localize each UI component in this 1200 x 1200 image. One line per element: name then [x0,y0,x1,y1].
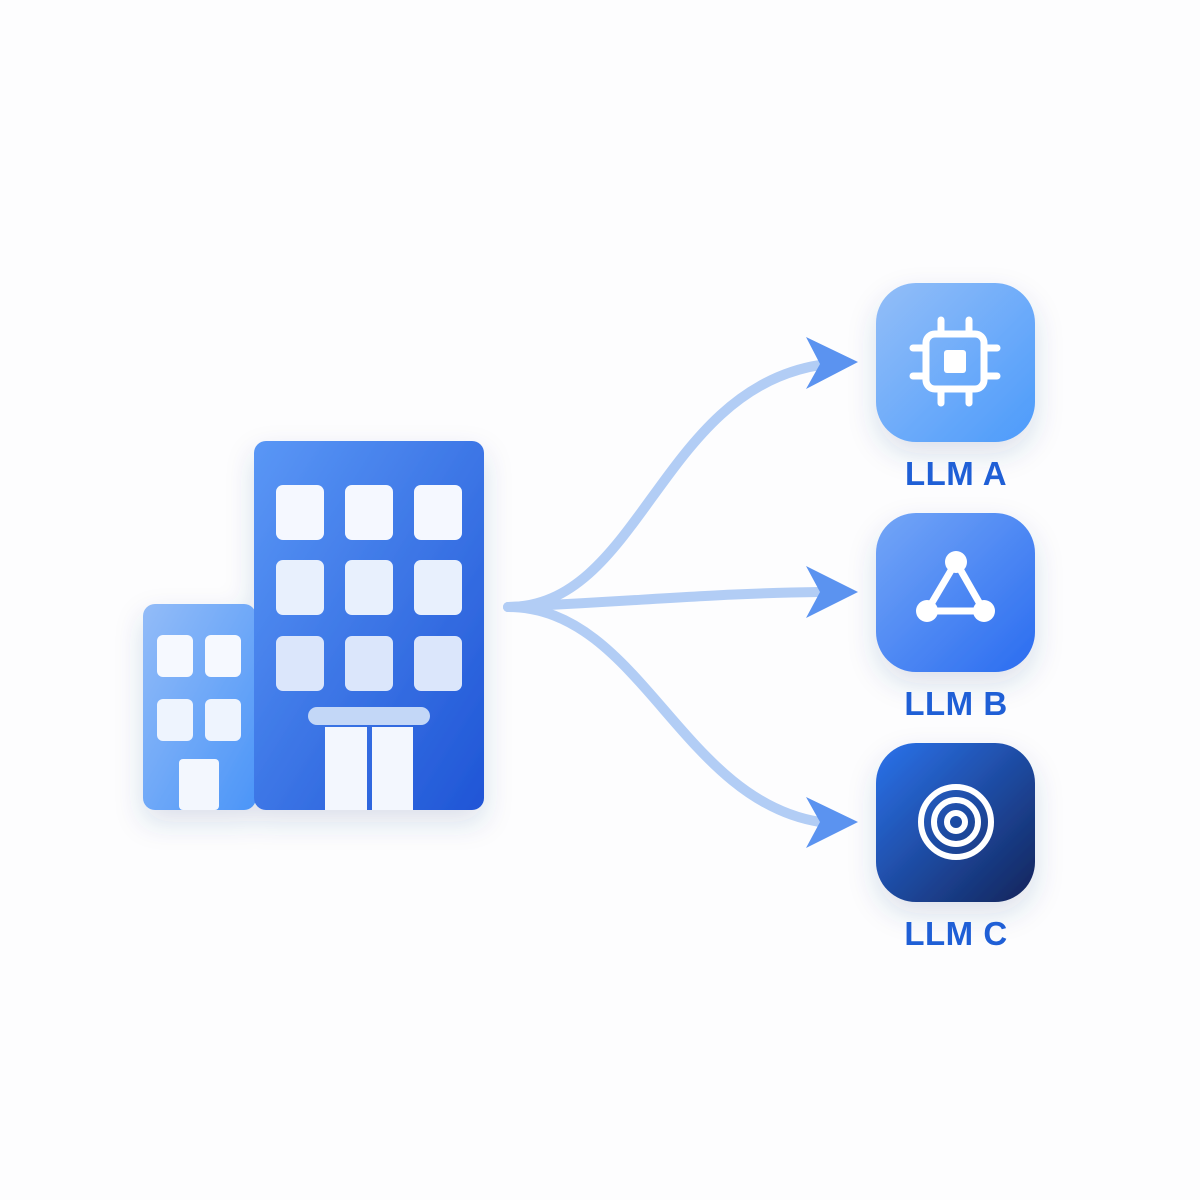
office-building-icon [143,441,484,810]
concentric-rings-icon [918,784,994,860]
triangle-network-icon [916,551,995,622]
connector-to-llm-a [503,360,825,612]
connector-to-llm-b [503,587,825,612]
llm-b-label: LLM B [904,685,1008,722]
llm-c-label: LLM C [904,915,1008,952]
main-building [254,441,484,810]
connectors [503,337,858,848]
small-building [143,604,256,810]
arrowhead-llm-c [806,797,858,848]
llm-c-tile [876,743,1035,902]
llm-b-tile [876,513,1035,672]
cpu-chip-icon [909,316,1001,407]
arrowhead-llm-a [806,337,858,389]
connector-to-llm-c [503,602,825,827]
arrowhead-llm-b [806,566,858,618]
llm-a-label: LLM A [904,455,1008,492]
llm-a-tile [876,283,1035,442]
